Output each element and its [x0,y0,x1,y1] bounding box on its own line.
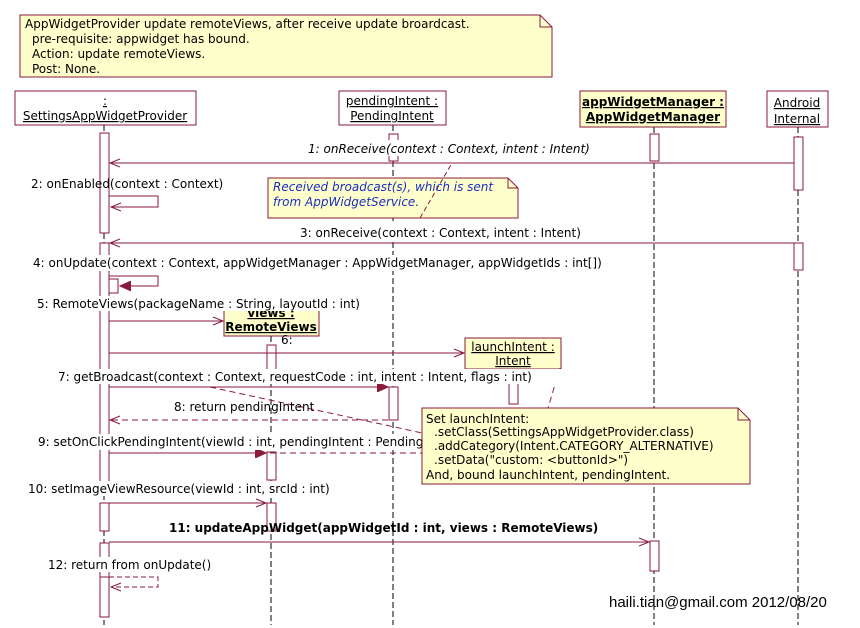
message-arrows [109,163,794,587]
participant-provider: : SettingsAppWidgetProvider [14,90,197,126]
participant-label: Internal [774,112,820,126]
activation-bar [649,133,660,162]
activation-bar [266,451,277,481]
participant-label: pendingIntent : [346,94,438,108]
participant-label: RemoteViews [225,320,317,334]
activation-bar [793,242,804,271]
participant-label: SettingsAppWidgetProvider [23,109,187,123]
message-label-5: 5: RemoteViews(packageName : String, lay… [37,297,360,311]
launch-note: Set launchIntent: .setClass(SettingsAppW… [421,407,751,485]
header-note-line: pre-requisite: appwidget has bound. [32,32,250,46]
message-label-9: 9: setOnClickPendingIntent(viewId : int,… [38,435,464,449]
message-label-10: 10: setImageViewResource(viewId : int, s… [28,482,330,496]
participant-android: Android Internal [766,90,829,128]
launch-note-line: .setClass(SettingsAppWidgetProvider.clas… [434,425,694,439]
note-connector [419,162,453,219]
activation-bar [388,386,399,421]
note-connector [547,367,561,409]
participant-label: Intent [495,354,531,368]
launch-note-connectors [209,367,561,454]
participant-label: appWidgetManager : [582,95,724,109]
message-label-1: 1: onReceive(context : Context, intent :… [308,142,590,156]
message-label-7: 7: getBroadcast(context : Context, reque… [58,370,532,384]
activation-bar [99,132,110,234]
message-arrow-4 [109,275,159,286]
launch-note-line: .setData("custom: <buttonId>") [434,453,628,467]
participant-label: Android [774,96,820,110]
message-labels: 1: onReceive(context : Context, intent :… [26,140,640,572]
participant-label: PendingIntent [350,109,434,123]
broadcast-note-line: Received broadcast(s), which is sent [273,180,494,194]
participant-label: launchIntent : [471,340,555,354]
message-label-3: 3: onReceive(context : Context, intent :… [300,226,581,240]
activation-bar [108,278,119,294]
header-note: AppWidgetProvider update remoteViews, af… [19,14,553,78]
broadcast-note: Received broadcast(s), which is sent fro… [267,162,519,219]
participant-pending-intent: pendingIntent : PendingIntent [338,90,447,126]
activation-bar [99,242,110,494]
message-label-11: 11: updateAppWidget(appWidgetId : int, v… [169,521,598,535]
note-connector [209,386,423,434]
broadcast-note-line: from AppWidgetService. [273,195,419,209]
activation-bar [266,502,277,532]
launch-note-line: And, bound launchIntent, pendingIntent. [426,468,670,482]
activation-bar [793,136,804,191]
header-note-line: AppWidgetProvider update remoteViews, af… [25,17,470,31]
activation-bar [649,540,660,572]
header-note-line: Post: None. [32,62,100,76]
activation-bar [266,344,277,372]
message-label-12: 12: return from onUpdate() [48,558,211,572]
message-label-4: 4: onUpdate(context : Context, appWidget… [33,256,602,270]
header-note-line: Action: update remoteViews. [32,47,205,61]
participant-label: : [103,94,107,108]
message-label-2: 2: onEnabled(context : Context) [31,177,223,191]
message-label-6: 6: [281,333,293,347]
launch-note-line: .addCategory(Intent.CATEGORY_ALTERNATIVE… [434,439,714,453]
participant-label: AppWidgetManager [586,110,720,124]
participant-widget-manager: appWidgetManager : AppWidgetManager [579,90,727,128]
activation-bar [99,502,110,532]
activation-bar [99,576,110,618]
author-signature: haili.tian@gmail.com 2012/08/20 [609,594,827,611]
message-arrow-2 [109,195,159,207]
message-label-8: 8: return pendingIntent [174,400,315,414]
message-arrow-12 [109,576,159,587]
launch-note-line: Set launchIntent: [426,412,529,426]
participant-launch-intent: launchIntent : Intent [464,337,562,370]
